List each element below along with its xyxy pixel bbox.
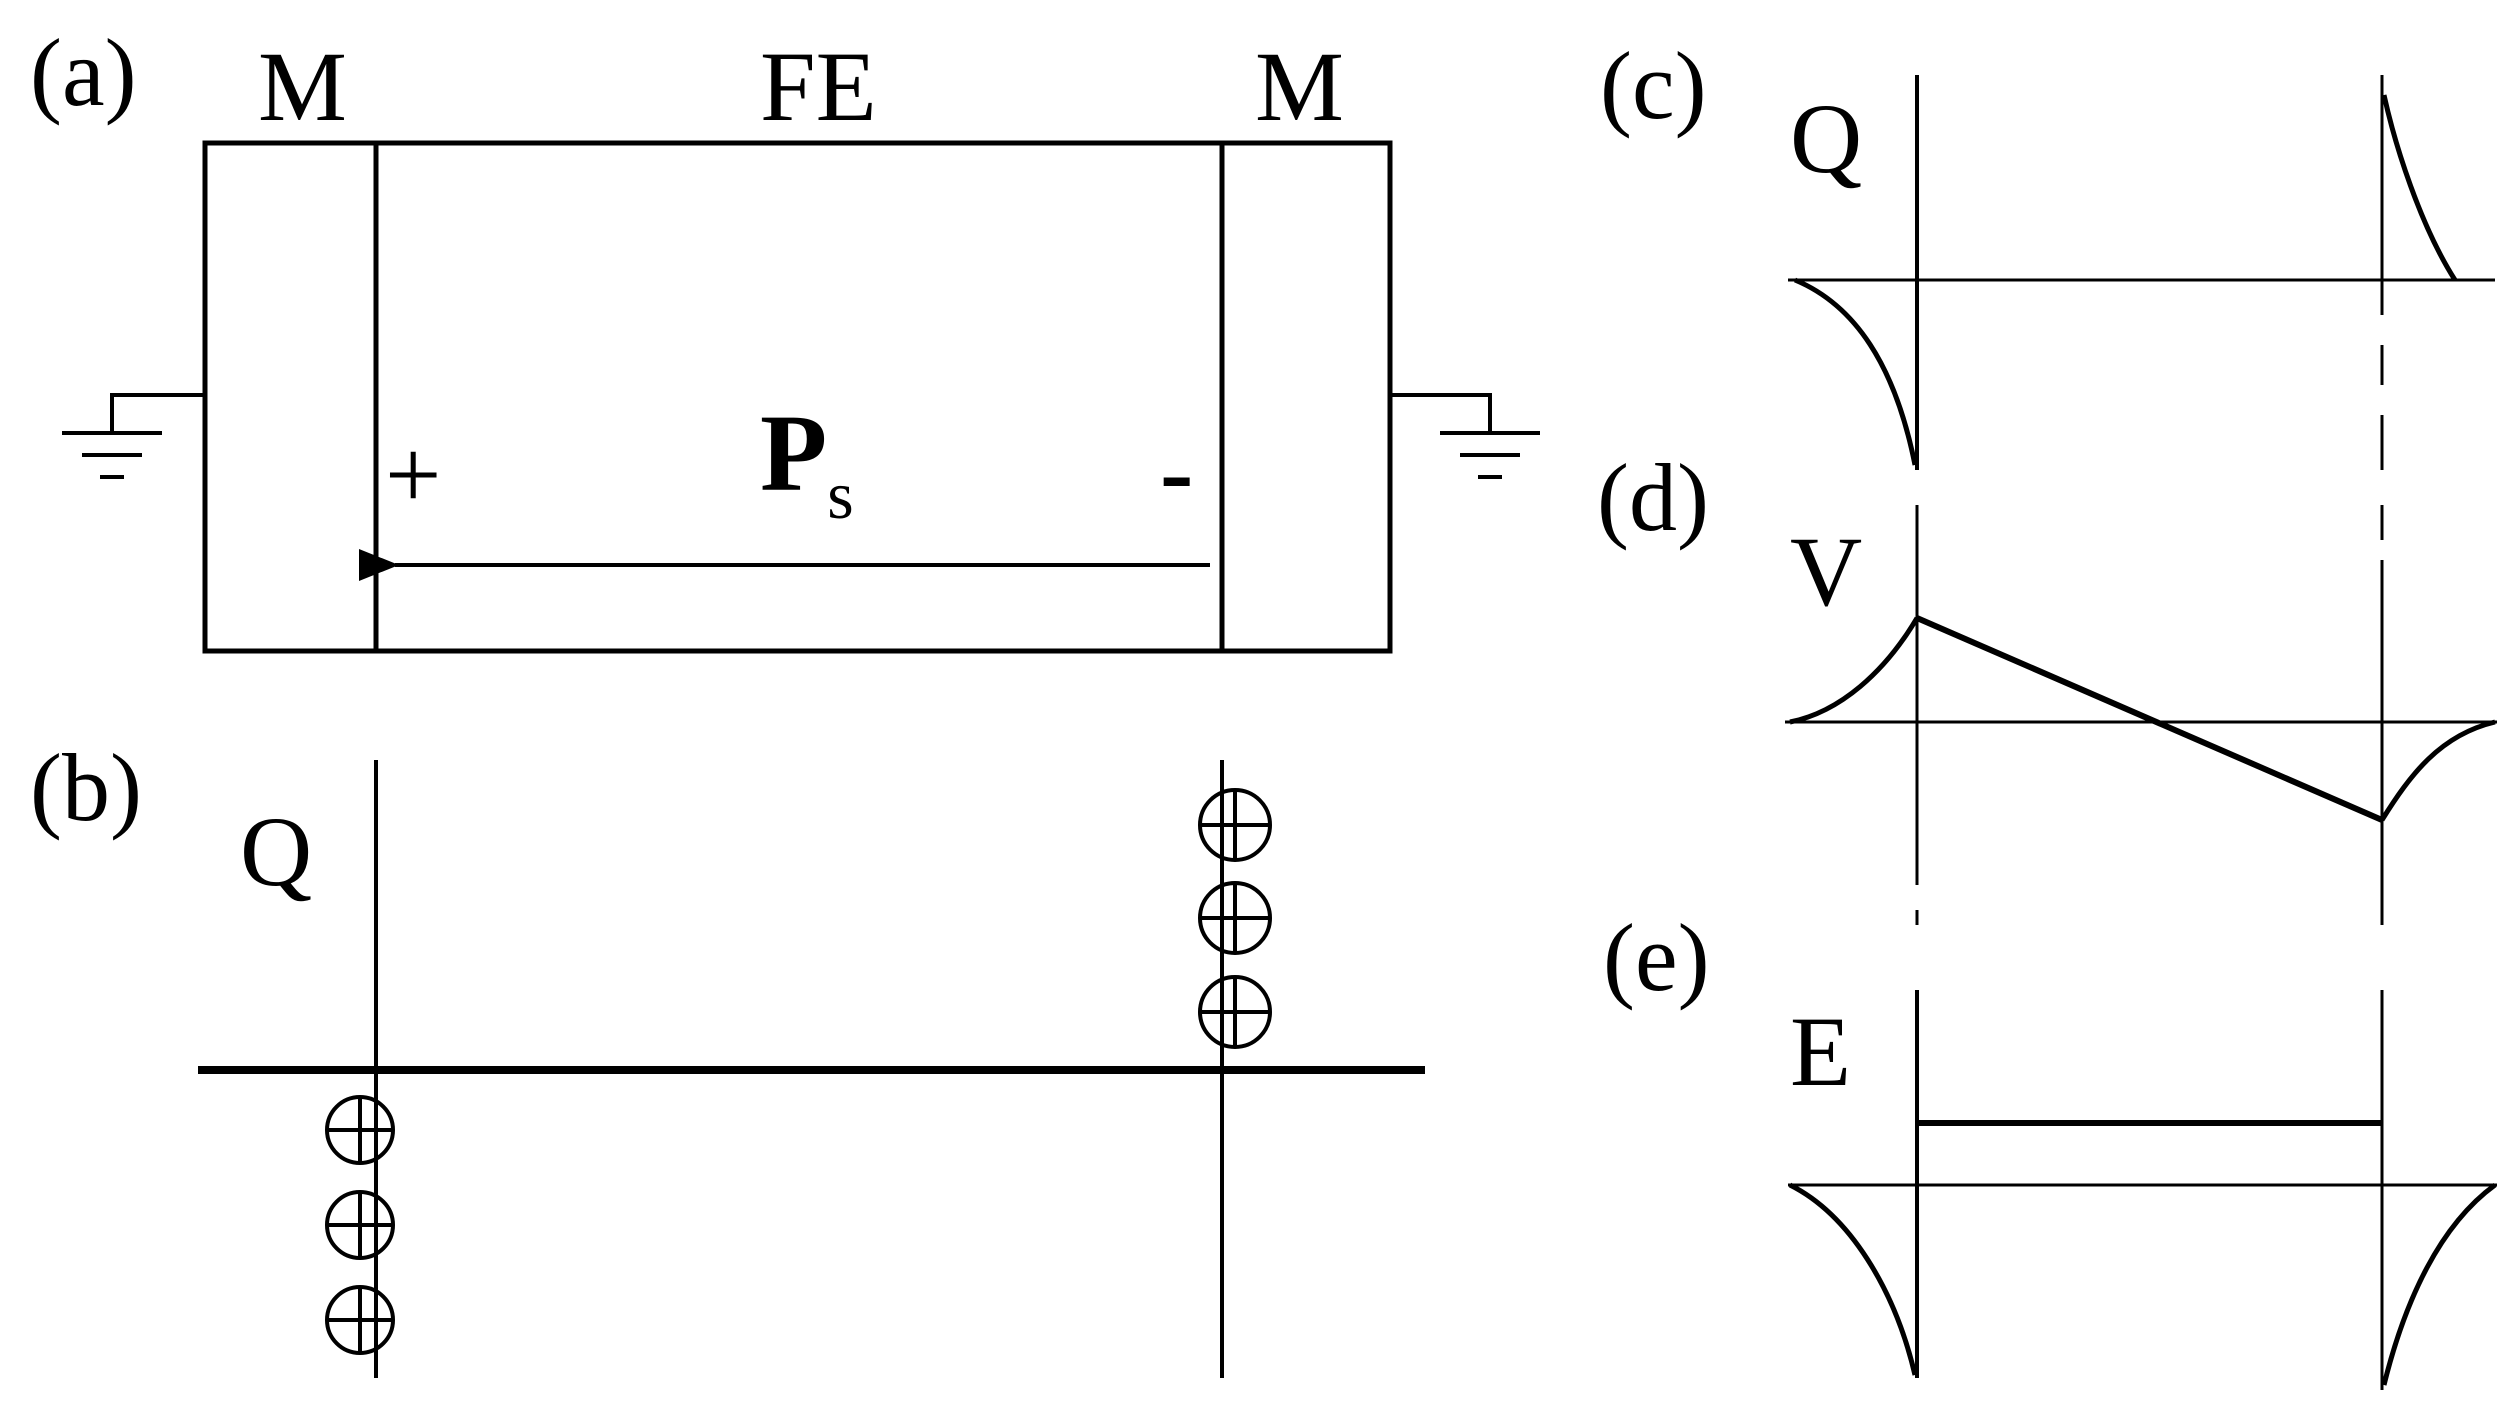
panel-d-label: (d) <box>1597 444 1709 551</box>
screening-charge-icon <box>1198 788 1272 862</box>
panel-e-right-field-curve <box>2381 1182 2497 1386</box>
left-charge-stack <box>325 1095 395 1355</box>
panel-d: (d) V <box>1597 444 2497 925</box>
panel-a-label: (a) <box>30 19 137 126</box>
polarization-symbol: Ps <box>760 392 854 533</box>
left-metal-label: M <box>258 31 347 142</box>
right-ground-icon <box>1390 393 1540 479</box>
panel-d-axis-label: V <box>1790 516 1862 627</box>
panel-c-label: (c) <box>1600 32 1707 139</box>
panel-b-axis-label: Q <box>240 796 312 907</box>
panel-e-left-field-curve <box>1788 1182 1918 1376</box>
panel-a: (a) M FE M + - Ps <box>30 19 1540 654</box>
ferroelectric-label: FE <box>760 31 877 142</box>
screening-charge-icon <box>325 1190 395 1260</box>
panel-d-linear-potential <box>1915 615 2384 823</box>
panel-e-label: (e) <box>1603 904 1710 1011</box>
panel-d-right-potential-curve <box>2379 719 2496 822</box>
panel-c: (c) Q <box>1600 32 2495 470</box>
panel-b-label: (b) <box>30 734 142 841</box>
panel-b: (b) Q <box>30 734 1425 1378</box>
screening-charge-icon <box>325 1095 395 1165</box>
panel-c-axis-label: Q <box>1790 83 1862 194</box>
left-ground-icon <box>62 393 205 479</box>
right-metal-label: M <box>1255 31 1344 142</box>
panel-c-right-screening-curve <box>2381 94 2458 282</box>
right-charge-stack <box>1198 788 1272 1049</box>
screening-charge-icon <box>1198 975 1272 1049</box>
panel-d-left-potential-curve <box>1789 616 1920 725</box>
plus-sign: + <box>385 419 441 530</box>
panel-e: (e) E <box>1603 904 2497 1390</box>
screening-charge-icon <box>325 1285 395 1355</box>
minus-sign: - <box>1160 416 1193 527</box>
screening-charge-icon <box>1198 881 1272 955</box>
panel-e-axis-label: E <box>1790 996 1851 1107</box>
panel-c-left-screening-curve <box>1794 277 1918 466</box>
